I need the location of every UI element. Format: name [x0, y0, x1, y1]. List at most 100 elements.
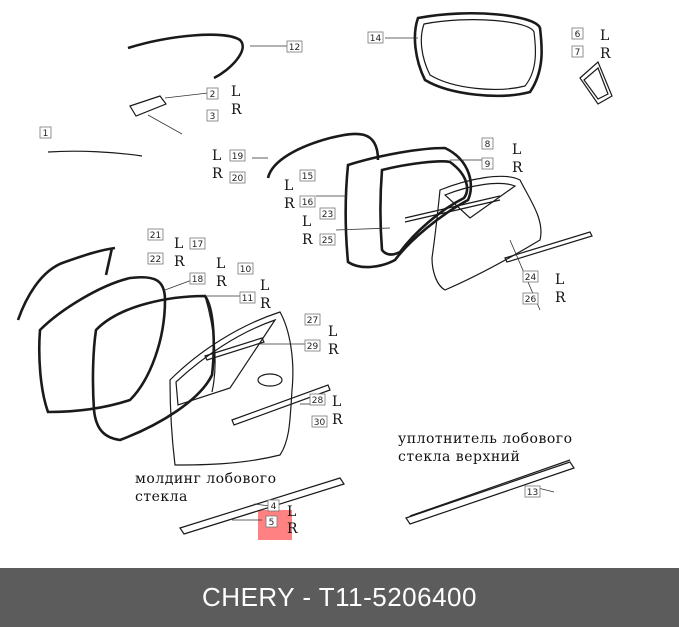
callout-2[interactable]: 2	[206, 87, 219, 100]
side-right-label: R	[512, 160, 523, 176]
part-29-front-door-molding	[204, 337, 265, 361]
callout-box	[265, 515, 278, 528]
callout-box	[304, 339, 321, 352]
side-right-label: R	[328, 342, 339, 358]
callout-number: 29	[307, 342, 319, 352]
side-right-label: R	[212, 166, 223, 182]
callout-22[interactable]: 22	[147, 252, 164, 265]
callout-number: 7	[575, 48, 581, 58]
part-22-front-pillar-trim	[104, 247, 114, 276]
side-right-label: R	[284, 196, 295, 212]
callout-box	[522, 292, 539, 305]
callout-16[interactable]: 16	[299, 195, 316, 208]
callout-1[interactable]: 1	[39, 126, 52, 139]
callout-number: 23	[322, 210, 333, 220]
callout-number: 25	[322, 236, 333, 246]
callout-number: 3	[210, 112, 216, 122]
callout-27[interactable]: 27	[304, 313, 321, 326]
callout-23[interactable]: 23	[319, 207, 336, 220]
part-10-front-door-channel	[204, 295, 216, 393]
callout-box	[267, 499, 280, 512]
part-19-rear-door-molding	[266, 132, 380, 179]
callout-box	[237, 262, 254, 275]
callout-number: 20	[232, 174, 244, 184]
callout-6[interactable]: 6	[571, 27, 584, 40]
side-left-label: L	[174, 236, 183, 252]
side-labels: L R L R L R L R L R L R L R L R L R L R …	[174, 28, 611, 537]
callout-number: 15	[302, 172, 313, 182]
callout-9[interactable]: 9	[481, 157, 494, 170]
side-left-label: L	[600, 28, 609, 44]
callout-18[interactable]: 18	[189, 272, 206, 285]
callout-3[interactable]: 3	[206, 109, 219, 122]
side-left-label: L	[512, 142, 521, 158]
callout-number: 10	[240, 265, 252, 275]
side-right-label: R	[555, 290, 566, 306]
part-13-windshield-upper-seal	[405, 461, 575, 525]
callout-box	[522, 270, 539, 283]
side-right-label: R	[600, 46, 611, 62]
callout-box	[189, 272, 206, 285]
callout-box	[147, 252, 164, 265]
callout-box	[571, 27, 584, 40]
side-left-label: L	[231, 84, 240, 100]
callout-12[interactable]: 12	[286, 40, 303, 53]
callout-number: 21	[150, 231, 161, 241]
side-left-label: L	[212, 148, 221, 164]
callout-28[interactable]: 28	[309, 393, 326, 406]
callout-box	[229, 149, 246, 162]
callout-number: 17	[192, 240, 203, 250]
caption-windshield-seal-line2: стекла верхний	[398, 449, 520, 465]
callout-box	[229, 171, 246, 184]
callout-26[interactable]: 26	[522, 292, 539, 305]
part-18-front-door-seal-inner	[91, 294, 216, 442]
callout-number: 16	[302, 198, 314, 208]
callout-17[interactable]: 17	[189, 237, 206, 250]
side-left-label: L	[287, 504, 296, 520]
callout-24[interactable]: 24	[522, 270, 539, 283]
callout-4[interactable]: 4	[267, 499, 280, 512]
part-12-roof-molding	[127, 33, 244, 80]
callout-15[interactable]: 15	[299, 169, 316, 182]
callout-30[interactable]: 30	[311, 415, 328, 428]
door-seals-exploded-diagram: 1234576891011121314151617181920212223242…	[16, 11, 613, 540]
callout-13[interactable]: 13	[524, 485, 541, 498]
callout-number: 1	[43, 129, 49, 139]
caption-windshield-molding-line1: молдинг лобового	[135, 471, 277, 487]
part-number-banner: CHERY - T11-5206400	[0, 568, 679, 627]
side-left-label: L	[332, 394, 341, 410]
callout-number: 5	[269, 518, 275, 528]
part-14-rear-window-seal	[413, 11, 543, 98]
callout-number: 13	[527, 488, 538, 498]
front-door-panel	[169, 311, 294, 466]
callout-box	[189, 237, 206, 250]
callout-box	[39, 126, 52, 139]
callout-20[interactable]: 20	[229, 171, 246, 184]
part-4-windshield-molding[interactable]	[179, 477, 345, 535]
rear-door-panel	[431, 175, 542, 291]
callout-25[interactable]: 25	[319, 233, 336, 246]
callout-number: 12	[289, 43, 300, 53]
callout-number: 8	[485, 140, 491, 150]
callout-7[interactable]: 7	[571, 45, 584, 58]
callout-5[interactable]: 5	[265, 515, 278, 528]
callout-number: 19	[232, 152, 244, 162]
callout-19[interactable]: 19	[229, 149, 246, 162]
callout-number: 2	[210, 90, 216, 100]
callout-21[interactable]: 21	[147, 228, 164, 241]
callout-box	[481, 137, 494, 150]
callout-box	[309, 393, 326, 406]
callout-11[interactable]: 11	[239, 291, 256, 304]
callout-number: 26	[525, 295, 537, 305]
side-right-label: R	[332, 412, 343, 428]
side-right-label: R	[260, 296, 271, 312]
callout-14[interactable]: 14	[367, 31, 384, 44]
callout-box	[206, 87, 219, 100]
caption-windshield-molding-line2: стекла	[135, 489, 188, 505]
callout-box	[311, 415, 328, 428]
callout-29[interactable]: 29	[304, 339, 321, 352]
side-left-label: L	[216, 256, 225, 272]
callout-10[interactable]: 10	[237, 262, 254, 275]
callout-box	[319, 207, 336, 220]
callout-8[interactable]: 8	[481, 137, 494, 150]
